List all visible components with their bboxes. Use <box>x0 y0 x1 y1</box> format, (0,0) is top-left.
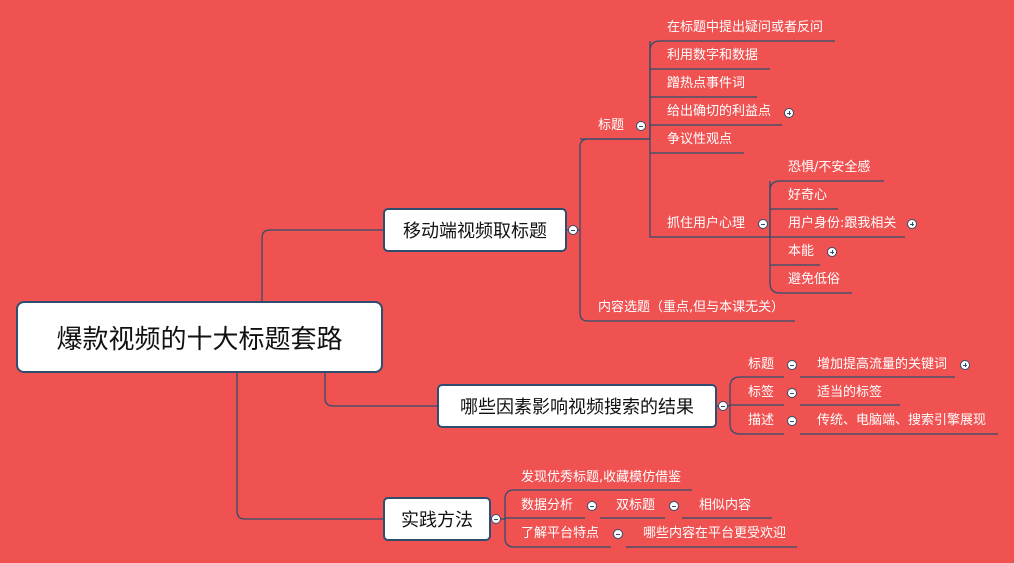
practice-popular[interactable]: 哪些内容在平台更受欢迎 <box>643 526 787 541</box>
root-title: 爆款视频的十大标题套路 <box>56 324 343 355</box>
connector-line <box>729 406 784 435</box>
psych-fear[interactable]: 恐惧/不安全感 <box>788 160 871 175</box>
title-tip-numbers[interactable]: 利用数字和数据 <box>667 48 759 63</box>
practice-discover[interactable]: 发现优秀标题,收藏模仿借鉴 <box>521 470 682 485</box>
node-mobile-title[interactable]: 移动端视频取标题 <box>383 208 567 252</box>
psych-identity[interactable]: 用户身份:跟我相关 <box>788 216 897 231</box>
collapse-platform-toggle[interactable] <box>613 529 623 539</box>
psych-instinct[interactable]: 本能 <box>788 244 815 259</box>
expand-identity-toggle[interactable] <box>907 219 917 229</box>
title-tip-question[interactable]: 在标题中提出疑问或者反问 <box>667 20 824 35</box>
title-tip-hot-events[interactable]: 蹭热点事件词 <box>667 76 746 91</box>
connector-line <box>717 376 784 407</box>
collapse-search-desc-toggle[interactable] <box>787 416 797 426</box>
collapse-psych-toggle[interactable] <box>758 219 768 229</box>
node-search-factors-label: 哪些因素影响视频搜索的结果 <box>460 397 694 418</box>
expand-benefits-toggle[interactable] <box>784 108 794 118</box>
practice-double-title[interactable]: 双标题 <box>616 498 656 513</box>
practice-similar-content[interactable]: 相似内容 <box>699 498 752 513</box>
search-row-title-value[interactable]: 增加提高流量的关键词 <box>817 357 948 372</box>
connector-line <box>236 373 383 520</box>
connector-line <box>769 181 852 294</box>
connector-line <box>579 230 795 322</box>
collapse-data-analysis-toggle[interactable] <box>587 501 597 511</box>
collapse-search-tags-toggle[interactable] <box>787 388 797 398</box>
connector-line <box>567 138 650 231</box>
node-practice-label: 实践方法 <box>401 510 473 531</box>
search-row-title-label[interactable]: 标题 <box>748 357 775 372</box>
collapse-double-title-toggle[interactable] <box>669 501 679 511</box>
connector-line <box>261 229 383 301</box>
topic-biaoti[interactable]: 标题 <box>598 118 625 133</box>
title-tip-controversy[interactable]: 争议性观点 <box>667 132 733 147</box>
search-row-tags-label[interactable]: 标签 <box>748 385 775 400</box>
root-node[interactable]: 爆款视频的十大标题套路 <box>16 301 383 373</box>
collapse-mobile-toggle[interactable] <box>568 225 578 235</box>
search-row-tags-value[interactable]: 适当的标签 <box>817 385 883 400</box>
search-row-desc-value[interactable]: 传统、电脑端、搜索引擎展现 <box>817 413 987 428</box>
psych-avoid-vulgar[interactable]: 避免低俗 <box>788 272 841 287</box>
node-mobile-title-label: 移动端视频取标题 <box>403 221 547 242</box>
title-tip-benefits[interactable]: 给出确切的利益点 <box>667 104 772 119</box>
connector-line <box>491 489 692 520</box>
expand-keywords-toggle[interactable] <box>960 360 970 370</box>
psych-curiosity[interactable]: 好奇心 <box>788 188 828 203</box>
connector-line <box>324 373 437 407</box>
practice-data-analysis[interactable]: 数据分析 <box>521 498 574 513</box>
collapse-practice-toggle[interactable] <box>491 514 501 524</box>
collapse-search-title-toggle[interactable] <box>787 360 797 370</box>
topic-user-psychology[interactable]: 抓住用户心理 <box>667 216 746 231</box>
collapse-biaoti-toggle[interactable] <box>636 121 646 131</box>
connector-line <box>649 41 770 238</box>
collapse-search-toggle[interactable] <box>718 401 728 411</box>
practice-platform[interactable]: 了解平台特点 <box>521 526 600 541</box>
connector-line <box>504 519 611 548</box>
search-row-desc-label[interactable]: 描述 <box>748 413 775 428</box>
expand-instinct-toggle[interactable] <box>827 247 837 257</box>
topic-content-selection[interactable]: 内容选题（重点,但与本课无关） <box>598 300 785 315</box>
node-search-factors[interactable]: 哪些因素影响视频搜索的结果 <box>437 384 717 428</box>
node-practice[interactable]: 实践方法 <box>383 497 491 541</box>
